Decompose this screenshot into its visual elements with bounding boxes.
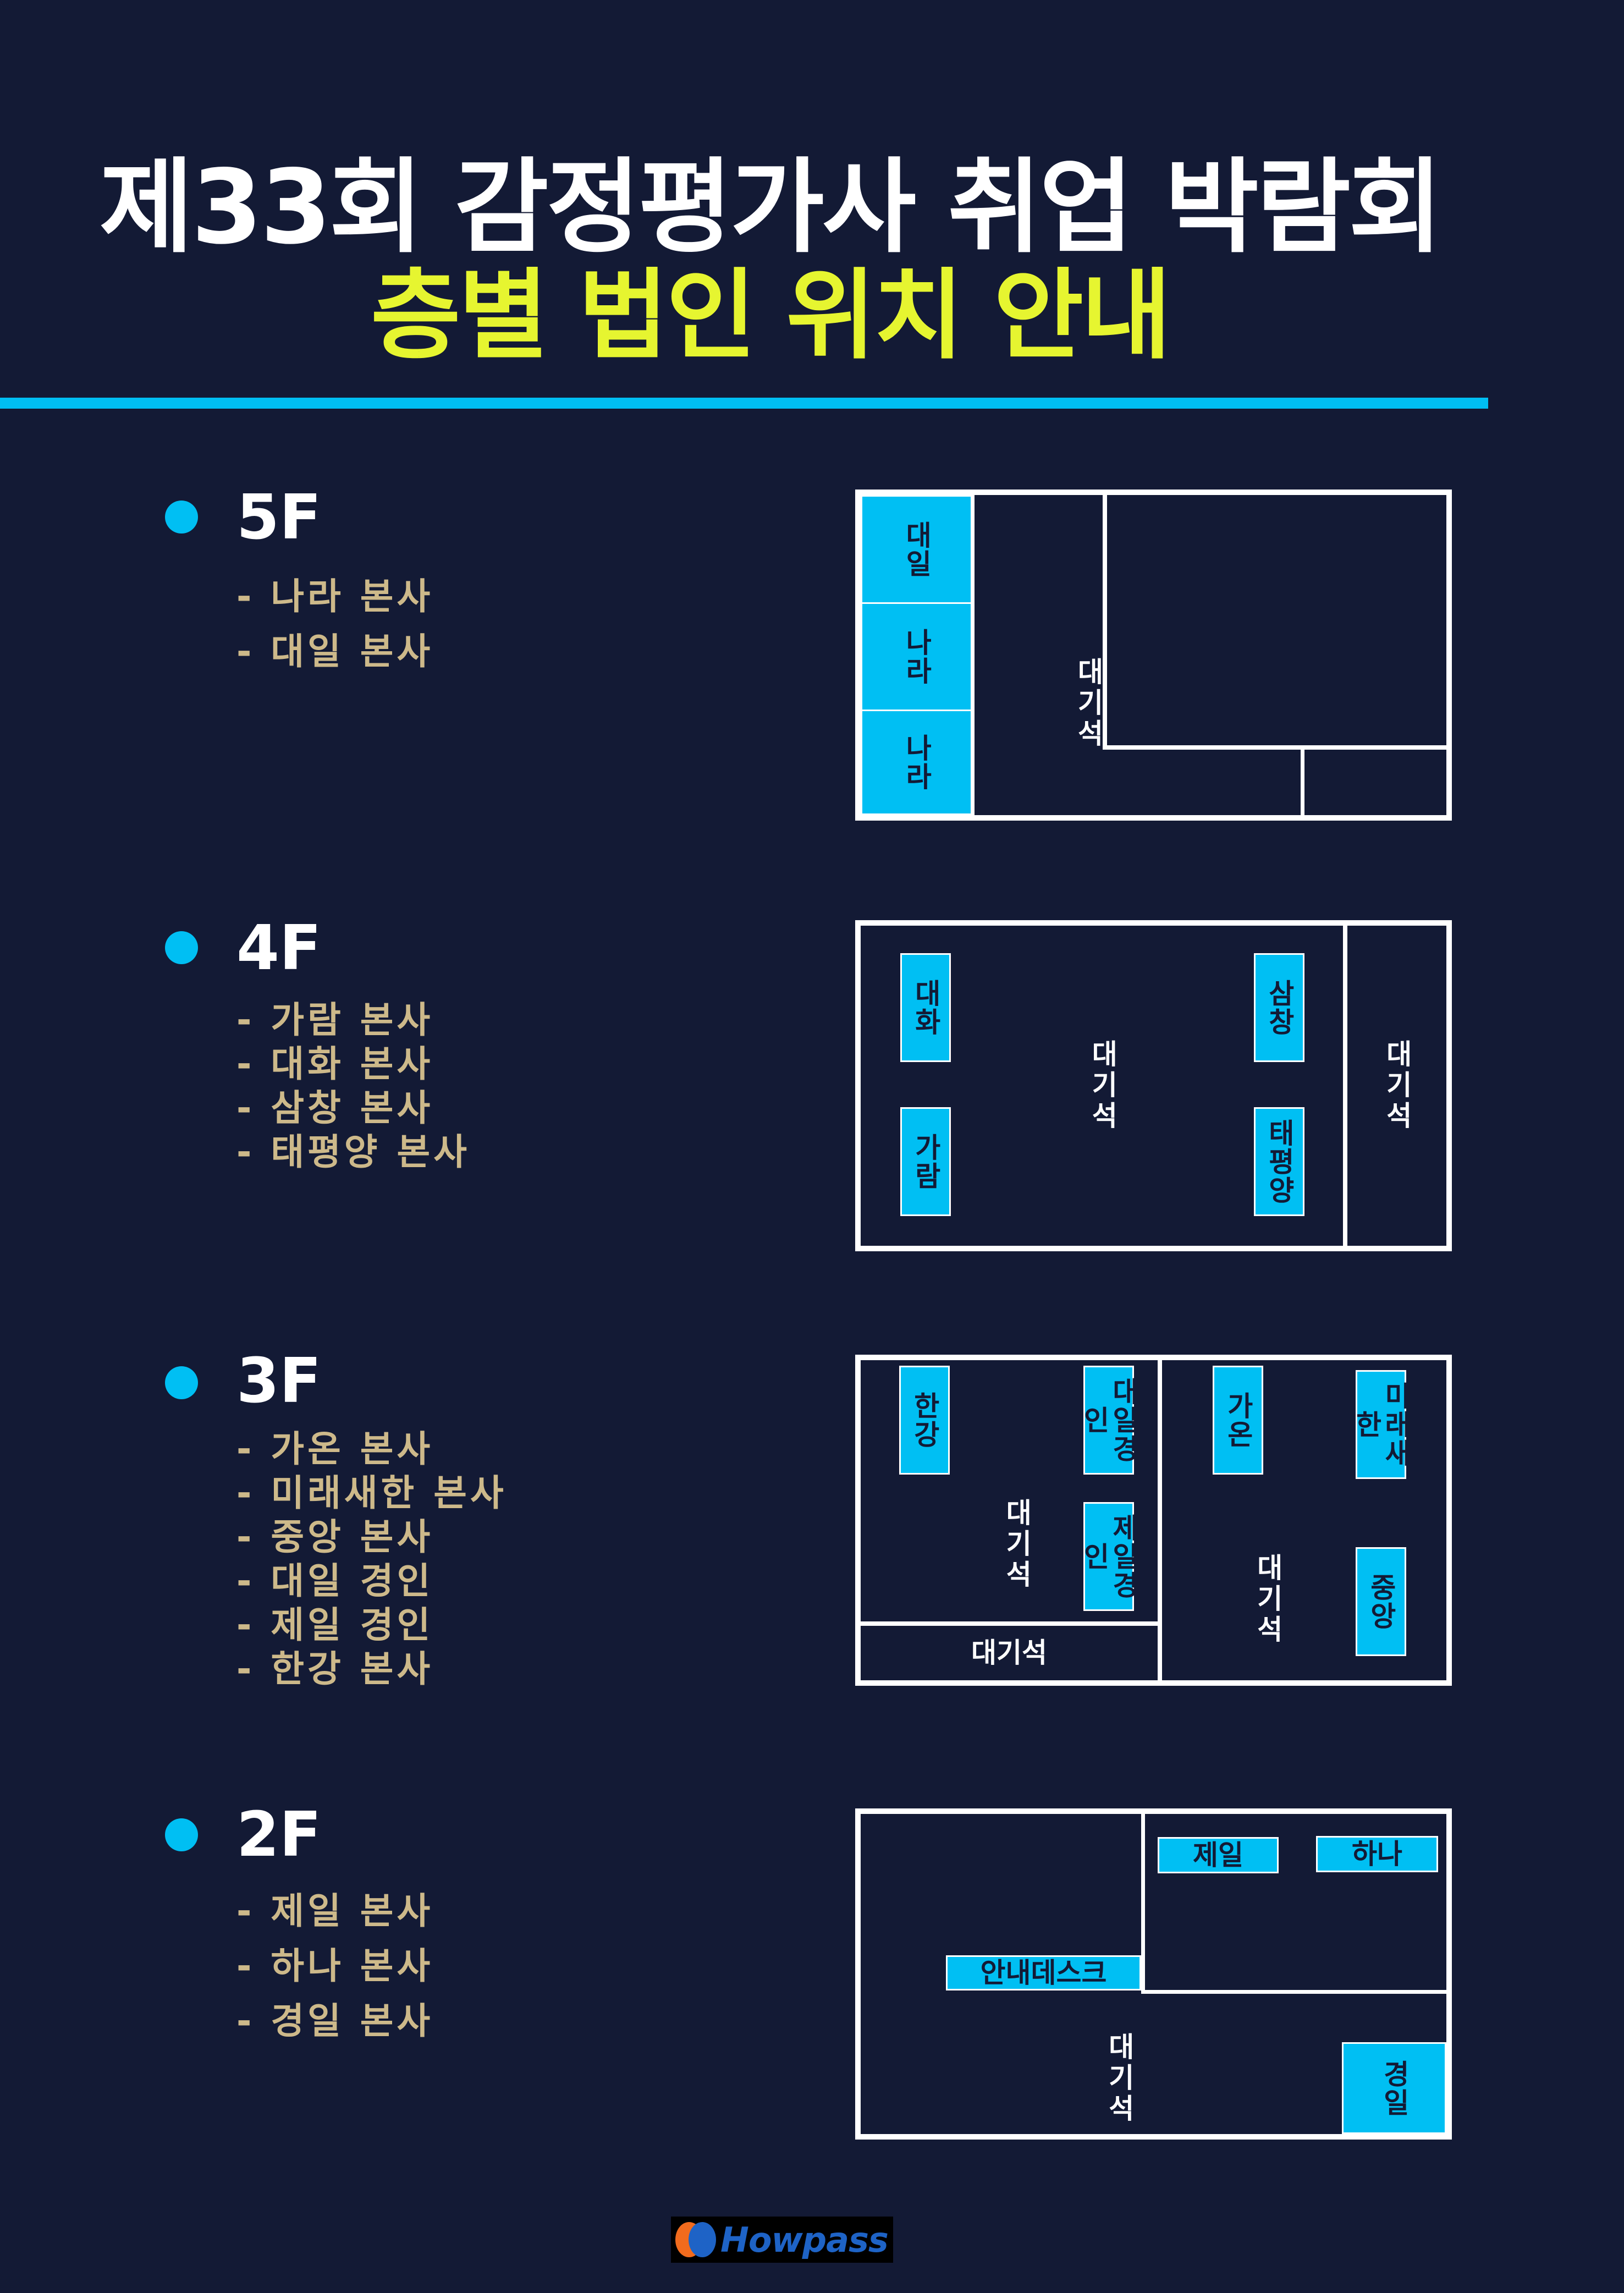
waiting-area: 대기석 (971, 1637, 1047, 1669)
booth-hangang[interactable]: 한강 (899, 1366, 950, 1475)
booth-daeil[interactable]: 대일 (861, 495, 972, 604)
page-subtitle: 층별 법인 위치 안내 (371, 259, 1171, 372)
info-desk[interactable]: 안내데스크 (946, 1955, 1141, 1990)
waiting-area: 대기석 (1103, 2032, 1136, 2125)
company-item: - 가람 본사 (236, 999, 434, 1041)
company-list-5f: - 나라 본사 - 대일 본사 (236, 569, 433, 679)
howpass-logo: Howpass (671, 2217, 893, 2263)
company-item: - 하나 본사 (236, 1945, 434, 1987)
map-wall (1343, 926, 1347, 1246)
waiting-area: 대기석 (1381, 1040, 1413, 1132)
floor-bullet-2f (165, 1818, 198, 1851)
company-item: - 가온 본사 (236, 1428, 434, 1470)
company-list-4f: - 가람 본사 - 대화 본사 - 삼창 본사 - 태평양 본사 (236, 998, 470, 1174)
map-wall (1141, 1990, 1446, 1994)
booth-mirae-saehan[interactable]: 미래새한 (1351, 1370, 1412, 1479)
booth-daehwa[interactable]: 대화 (900, 953, 951, 1062)
company-item: - 제일 본사 (236, 1890, 434, 1932)
floor-label-4f: 4F (236, 912, 322, 984)
header-divider (0, 398, 1488, 409)
logo-text: Howpass (720, 2219, 889, 2260)
company-list-2f: - 제일 본사 - 하나 본사 - 경일 본사 (236, 1884, 433, 2049)
waiting-area: 대기석 (1000, 1498, 1033, 1591)
waiting-area: 대기석 (1086, 1040, 1119, 1132)
floor-map-5f: 대일 나라 나라 대기석 (855, 490, 1452, 821)
company-item: - 대일 본사 (236, 630, 434, 673)
floor-map-3f: 한강 대일경인 제일경인 가온 미래새한 중앙 대기석 대기석 대기석 (855, 1355, 1452, 1686)
company-item: - 경일 본사 (236, 2000, 434, 2042)
booth-jungang[interactable]: 중앙 (1356, 1547, 1406, 1656)
map-wall (971, 495, 975, 815)
booth-daeil-gyeongin[interactable]: 대일경인 (1078, 1366, 1139, 1475)
company-item: - 나라 본사 (236, 575, 434, 618)
floor-label-3f: 3F (236, 1345, 322, 1417)
company-list-3f: - 가온 본사 - 미래새한 본사 - 중앙 본사 - 대일 경인 - 제일 경… (236, 1427, 507, 1691)
company-item: - 대일 경인 (236, 1560, 434, 1602)
floor-map-2f: 제일 하나 안내데스크 경일 대기석 (855, 1808, 1452, 2140)
map-wall (1103, 495, 1107, 750)
booth-gyeongil[interactable]: 경일 (1342, 2042, 1446, 2134)
booth-gaon[interactable]: 가온 (1213, 1366, 1263, 1475)
company-item: - 제일 경인 (236, 1604, 434, 1646)
floor-bullet-5f (165, 501, 198, 534)
waiting-area: 대기석 (1072, 657, 1104, 750)
floor-bullet-4f (165, 931, 198, 964)
company-item: - 중앙 본사 (236, 1516, 434, 1558)
floor-label-2f: 2F (236, 1799, 322, 1871)
howpass-logo-icon (671, 2217, 720, 2263)
company-item: - 대화 본사 (236, 1043, 434, 1085)
page-title: 제33회 감정평가사 취업 박람회 (99, 147, 1443, 267)
floor-map-4f: 대화 가람 삼창 태평양 대기석 대기석 (855, 920, 1452, 1251)
booth-garam[interactable]: 가람 (900, 1107, 951, 1216)
booth-samchang[interactable]: 삼창 (1254, 953, 1304, 1062)
map-wall (1158, 1360, 1162, 1680)
booth-hana[interactable]: 하나 (1316, 1836, 1438, 1872)
map-wall (861, 1621, 1162, 1626)
company-item: - 태평양 본사 (236, 1131, 470, 1173)
map-wall (1103, 745, 1446, 750)
floor-bullet-3f (165, 1366, 198, 1399)
booth-taepyeongyang[interactable]: 태평양 (1254, 1107, 1304, 1216)
booth-nara[interactable]: 나라 (861, 710, 972, 815)
company-item: - 삼창 본사 (236, 1087, 434, 1129)
map-wall (1141, 1814, 1145, 1994)
booth-nara[interactable]: 나라 (861, 602, 972, 711)
company-item: - 한강 본사 (236, 1648, 434, 1690)
map-wall (1301, 745, 1304, 815)
booth-jeil[interactable]: 제일 (1158, 1837, 1279, 1873)
waiting-area: 대기석 (1252, 1553, 1284, 1646)
floor-label-5f: 5F (236, 482, 322, 553)
booth-jeil-gyeongin[interactable]: 제일경인 (1078, 1502, 1139, 1611)
company-item: - 미래새한 본사 (236, 1472, 507, 1514)
